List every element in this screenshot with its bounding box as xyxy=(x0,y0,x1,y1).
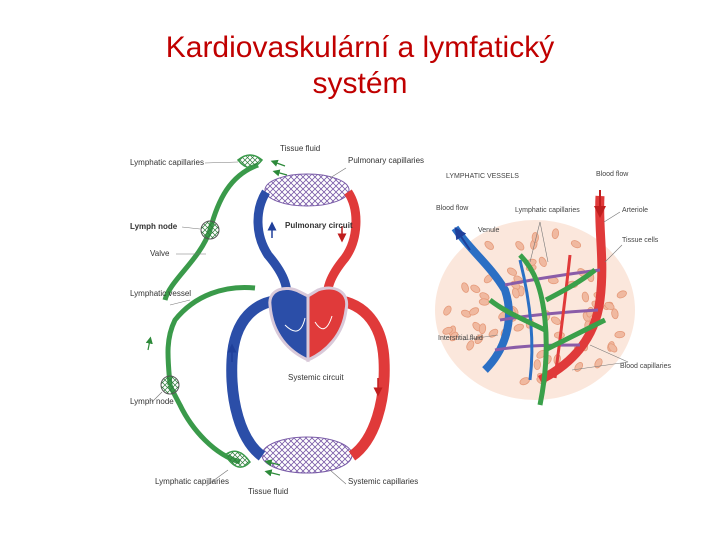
blood-capillaries xyxy=(494,254,601,381)
systemic-capillary-bed xyxy=(261,436,353,474)
label-lymph-node-bottom: Lymph node xyxy=(130,397,174,406)
label-lymphatic-capillaries-top: Lymphatic capillaries xyxy=(130,158,204,167)
capillary-bed-diagram xyxy=(435,190,635,406)
label-arteriole: Arteriole xyxy=(622,207,648,214)
tissue-cell xyxy=(443,305,452,316)
slide-title-line-1: Kardiovaskulární a lymfatický xyxy=(165,31,555,64)
tissue-cell xyxy=(581,291,590,303)
tissue-cell xyxy=(507,267,517,276)
tissue-cell xyxy=(449,331,459,342)
slide-title: Kardiovaskulární a lymfatický systém xyxy=(0,30,720,102)
lymph-flow-arrow-5 xyxy=(264,469,281,477)
tissue-cell xyxy=(442,326,453,335)
label-venule: Venule xyxy=(478,227,500,234)
label-lymphatic-capillaries-right: Lymphatic capillaries xyxy=(515,207,580,214)
lymph-flow-arrow-3 xyxy=(145,336,153,351)
label-lymphatic-capillaries-bottom: Lymphatic capillaries xyxy=(155,477,229,486)
slide-title-line-2: systém xyxy=(312,67,408,100)
tissue-cell xyxy=(533,359,541,370)
tissue-cell xyxy=(484,240,494,250)
label-systemic-capillaries: Systemic capillaries xyxy=(348,477,418,486)
tissue-cell xyxy=(570,240,582,249)
label-lymphatic-vessel: Lymphatic vessel xyxy=(130,289,191,298)
label-tissue-cells: Tissue cells xyxy=(622,237,659,244)
heart xyxy=(268,286,349,363)
lymph-flow-arrow-4 xyxy=(264,459,281,467)
lymphatic-capillary-top xyxy=(236,154,264,169)
tissue-cell xyxy=(616,290,627,299)
pulmonary-capillary-bed xyxy=(264,173,350,207)
tissue-cell xyxy=(611,308,619,320)
tissue-cell xyxy=(461,282,469,293)
arteriole-vessel xyxy=(537,195,607,385)
tissue-cell xyxy=(608,343,618,353)
lymphatic-vessel-middle xyxy=(165,284,256,386)
label-tissue-fluid-top: Tissue fluid xyxy=(280,144,320,153)
lymph-node-bottom xyxy=(160,375,180,395)
blood-flow-arrow-left xyxy=(454,227,471,251)
tissue-cell xyxy=(515,241,525,251)
label-lymph-node-top: Lymph node xyxy=(130,222,178,231)
tissue-cell xyxy=(478,298,490,306)
label-pulmonary-circuit: Pulmonary circuit xyxy=(285,221,353,230)
systemic-artery-vessel xyxy=(329,294,390,461)
label-valve: Valve xyxy=(150,249,170,258)
lymphatic-capillaries-green xyxy=(488,253,607,406)
label-systemic-circuit: Systemic circuit xyxy=(288,373,344,382)
lymphatic-capillary-bottom xyxy=(223,450,251,468)
tissue-cell xyxy=(538,256,547,267)
tissue-cell xyxy=(513,323,525,332)
tissue-cell xyxy=(512,287,520,299)
label-blood-flow-left: Blood flow xyxy=(436,205,469,212)
label-tissue-fluid-bottom: Tissue fluid xyxy=(248,487,288,496)
label-interstitial-fluid: Interstitial fluid xyxy=(438,335,483,342)
tissue-cell xyxy=(594,358,603,369)
tissue-cell xyxy=(604,301,615,311)
label-lymphatic-vessels-heading: LYMPHATIC VESSELS xyxy=(446,173,519,180)
tissue-cell xyxy=(478,323,487,335)
left-leader-lines xyxy=(151,161,347,487)
tissue-cell xyxy=(460,309,472,318)
lymph-node-top xyxy=(200,220,220,240)
tissue-cell xyxy=(469,307,480,316)
label-pulmonary-capillaries: Pulmonary capillaries xyxy=(348,156,424,165)
tissue-cell xyxy=(474,334,484,345)
label-blood-flow-right: Blood flow xyxy=(596,171,629,178)
tissue-cell xyxy=(550,316,561,325)
label-blood-capillaries: Blood capillaries xyxy=(620,363,671,370)
lymph-flow-arrow-1 xyxy=(270,159,286,167)
right-leader-lines xyxy=(462,211,629,371)
tissue-cell xyxy=(551,228,560,240)
tissue-cell xyxy=(614,330,626,339)
tissue-cell xyxy=(470,284,481,293)
lymph-flow-arrow-2 xyxy=(272,169,288,177)
tissue-cell xyxy=(466,340,475,351)
